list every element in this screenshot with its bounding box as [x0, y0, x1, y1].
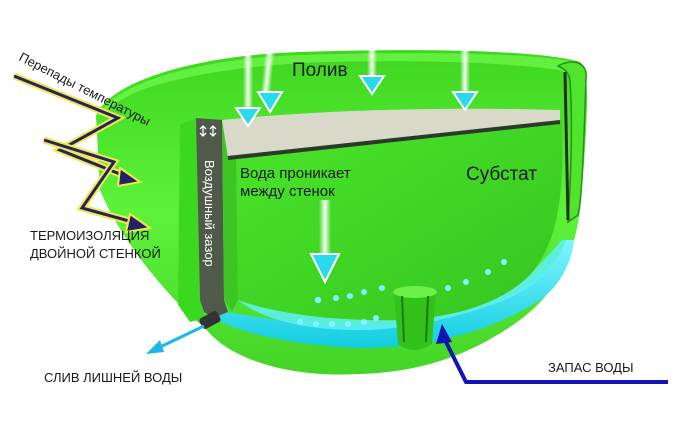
drain-arrow — [146, 324, 205, 354]
section-cut-left — [178, 118, 205, 322]
water-reservoir — [214, 240, 574, 348]
center-column-top — [393, 286, 437, 298]
substrate-surface — [222, 108, 560, 158]
label-excess-drain: СЛИВ ЛИШНЕЙ ВОДЫ — [44, 370, 182, 385]
pot-rim — [98, 53, 584, 117]
water-arrow — [256, 23, 284, 114]
label-watering: Полив — [292, 60, 348, 81]
label-substrate: Субстат — [466, 164, 537, 185]
label-water-penetrates-2: между стенок — [240, 183, 335, 200]
water-arrow — [234, 20, 262, 128]
perforation-holes — [297, 259, 507, 327]
inner-wall — [222, 120, 238, 312]
temperature-arrows — [12, 72, 153, 234]
label-water-reserve: ЗАПАС ВОДЫ — [548, 360, 633, 375]
right-wall-edge — [556, 61, 587, 224]
label-insulation-1: ТЕРМОИЗОЛЯЦИЯ — [30, 228, 149, 243]
watering-arrows — [234, 20, 479, 285]
water-reserve-arrow — [436, 324, 668, 384]
air-gap-channel — [196, 118, 228, 318]
water-arrow — [358, 22, 386, 96]
right-wall-divider — [563, 71, 570, 221]
label-air-gap: Воздушный зазор — [202, 160, 217, 267]
label-insulation-2: ДВОЙНОЙ СТЕНКОЙ — [30, 246, 161, 261]
drain-pipe — [199, 311, 221, 329]
substrate-edge — [227, 120, 561, 160]
label-water-penetrates-1: Вода проникает — [240, 165, 351, 182]
water-arrow — [451, 34, 479, 112]
inner-cavity — [236, 120, 563, 321]
gap-width-marker — [199, 125, 217, 137]
water-arrow — [309, 200, 341, 285]
